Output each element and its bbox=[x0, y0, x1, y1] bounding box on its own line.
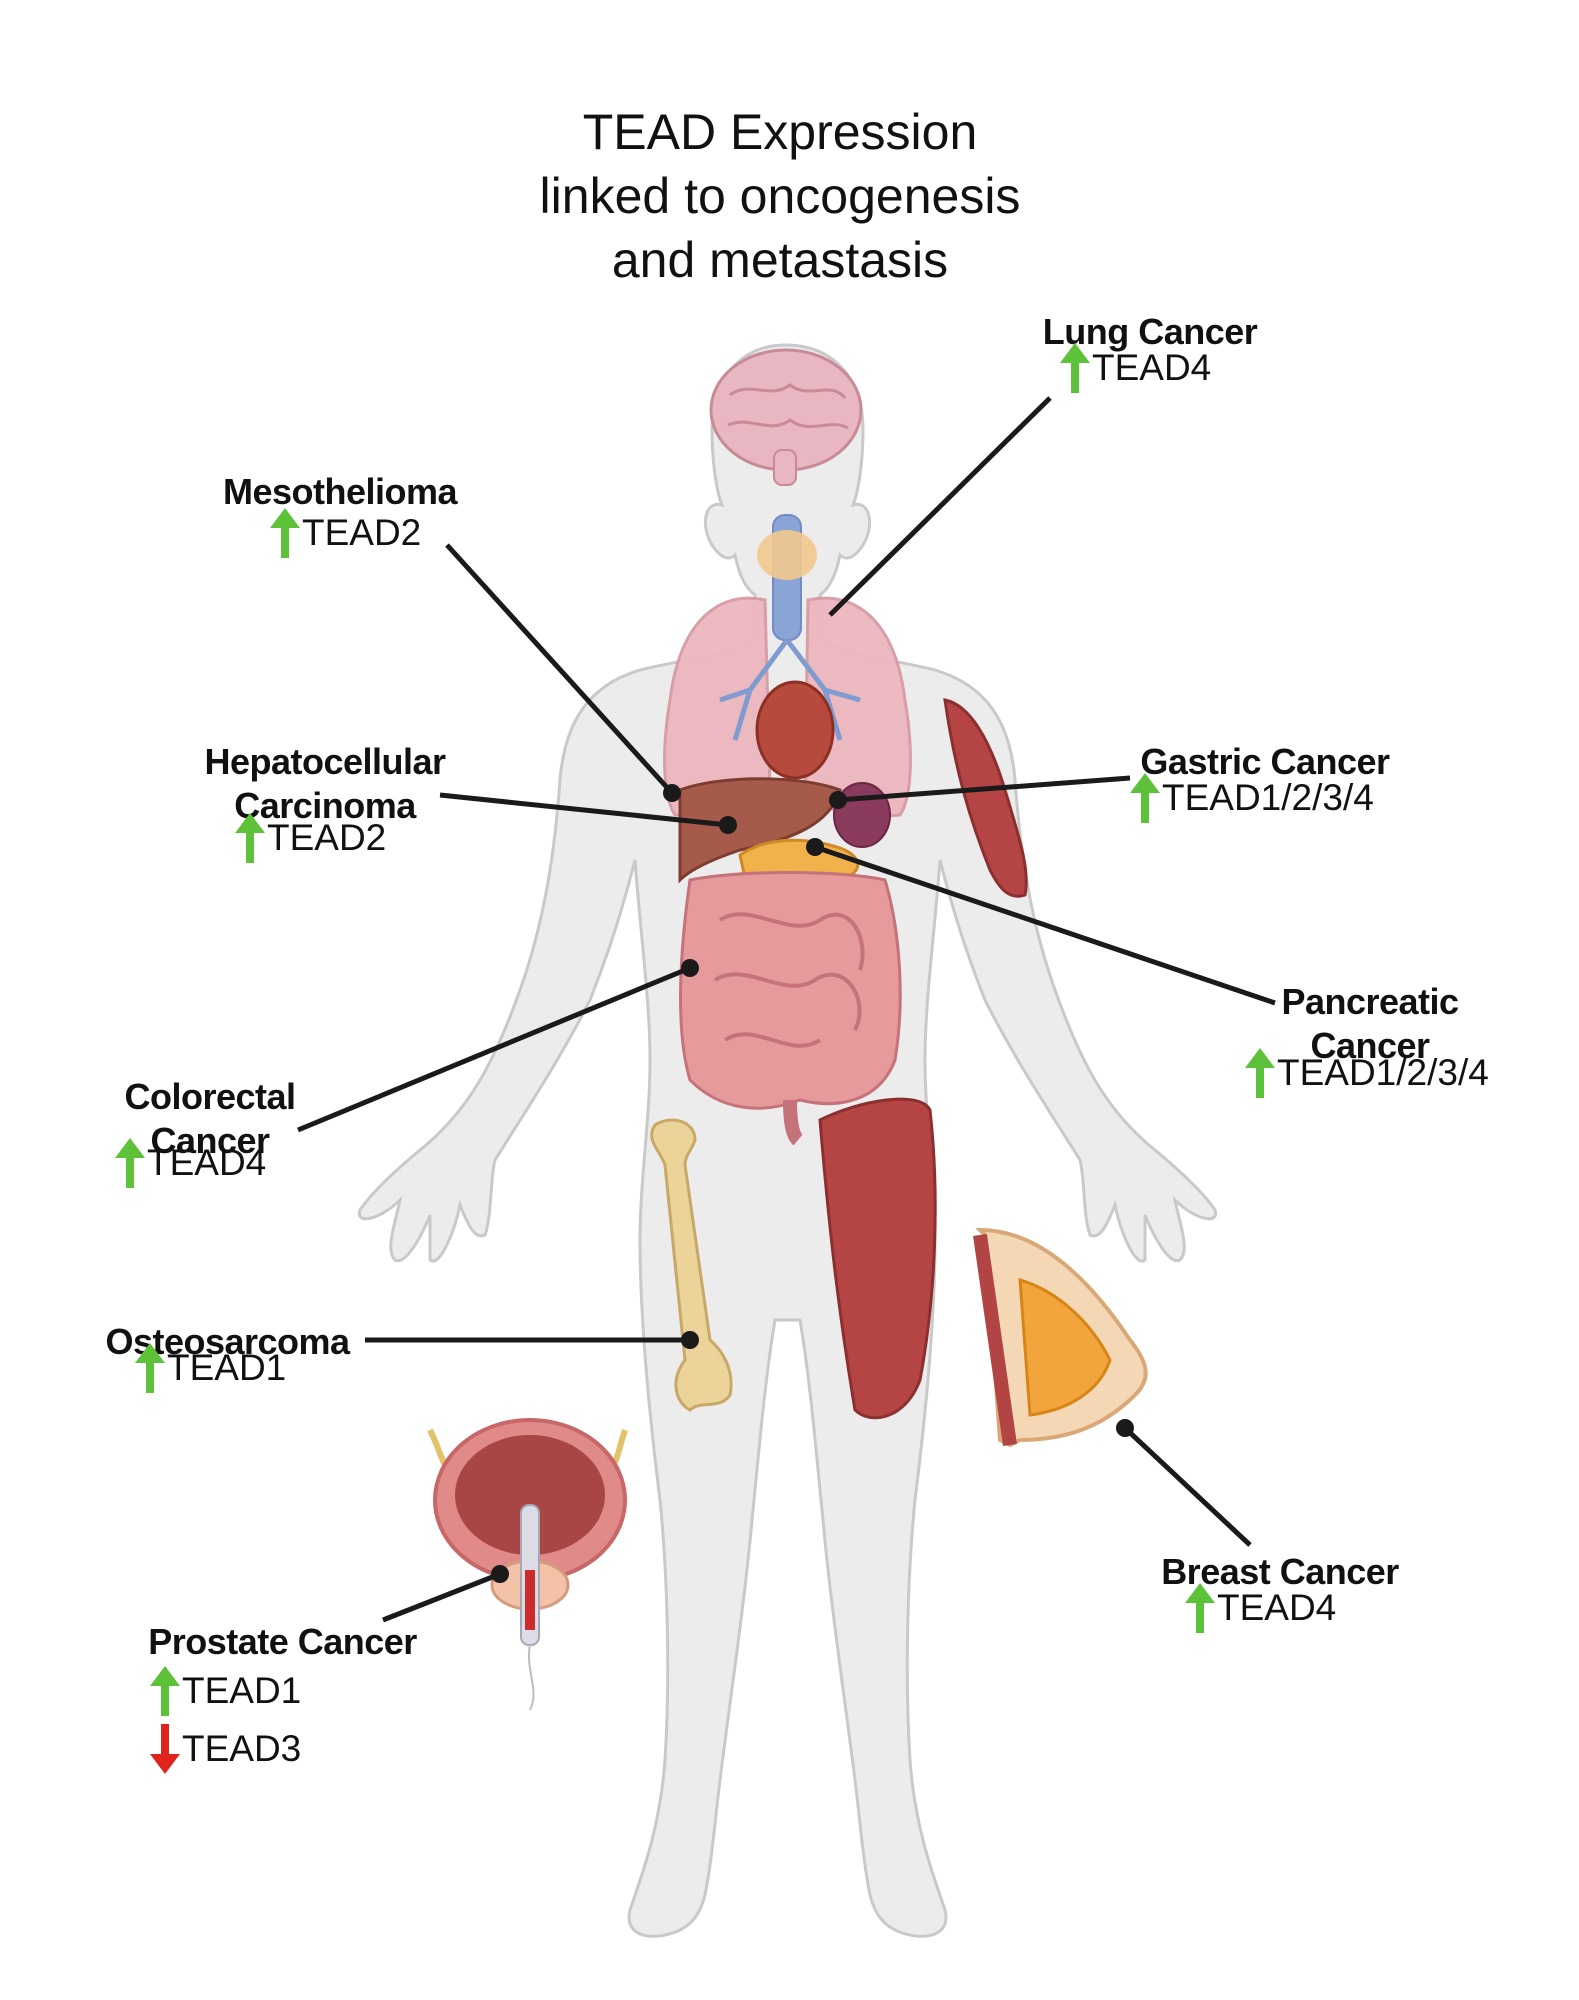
up-arrow-icon bbox=[150, 1666, 180, 1716]
tead-gene-text: TEAD1/2/3/4 bbox=[1277, 1052, 1489, 1093]
lungs-organ bbox=[663, 596, 912, 818]
label-meso: Mesothelioma bbox=[222, 471, 458, 512]
up-arrow-icon bbox=[1060, 343, 1090, 393]
marker-prostate-0: TEAD1 bbox=[150, 1666, 301, 1716]
thigh-muscle bbox=[818, 1097, 937, 1420]
marker-pancreatic-0: TEAD1/2/3/4 bbox=[1245, 1048, 1489, 1098]
marker-meso-0: TEAD2 bbox=[270, 508, 421, 558]
bronchi bbox=[719, 638, 861, 741]
breast-illustration bbox=[973, 1227, 1148, 1448]
leader-dot-breast bbox=[1116, 1419, 1134, 1437]
leader-line-hcc bbox=[439, 792, 729, 828]
up-arrow-icon bbox=[270, 508, 300, 558]
tead-gene-text: TEAD4 bbox=[1092, 347, 1212, 388]
bladder-prostate-illustration bbox=[427, 1418, 628, 1711]
leader-dot-pancreatic bbox=[806, 838, 824, 856]
tead-gene-text: TEAD4 bbox=[1217, 1587, 1337, 1628]
liver-organ bbox=[678, 777, 842, 884]
marker-colorectal-0: TEAD4 bbox=[115, 1138, 266, 1188]
tead-gene-text: TEAD1 bbox=[182, 1670, 302, 1711]
marker-breast-0: TEAD4 bbox=[1185, 1583, 1336, 1633]
marker-gastric-0: TEAD1/2/3/4 bbox=[1130, 773, 1374, 823]
up-arrow-icon bbox=[1185, 1583, 1215, 1633]
marker-prostate-1: TEAD3 bbox=[150, 1724, 301, 1774]
marker-osteo-0: TEAD1 bbox=[135, 1343, 286, 1393]
leader-line-colorectal bbox=[297, 965, 691, 1133]
leader-line-breast bbox=[1123, 1426, 1252, 1547]
tead-gene-text: TEAD2 bbox=[302, 512, 422, 553]
tead-gene-text: TEAD3 bbox=[182, 1728, 302, 1769]
label-hcc: Hepatocellular Carcinoma bbox=[204, 741, 446, 826]
brain-organ bbox=[709, 348, 863, 486]
down-arrow-icon bbox=[150, 1724, 180, 1774]
label-gastric: Gastric Cancer bbox=[1140, 741, 1390, 782]
up-arrow-icon bbox=[135, 1343, 165, 1393]
leader-dot-gastric bbox=[829, 791, 847, 809]
up-arrow-icon bbox=[1245, 1048, 1275, 1098]
leader-line-meso bbox=[445, 543, 674, 795]
label-pancreatic: Pancreatic Cancer bbox=[1281, 981, 1459, 1066]
leader-lines bbox=[297, 396, 1276, 1623]
leader-dot-hcc bbox=[719, 816, 737, 834]
tead-gene-text: TEAD2 bbox=[267, 817, 387, 858]
tead-gene-text: TEAD1 bbox=[167, 1347, 287, 1388]
tead-gene-text: TEAD1/2/3/4 bbox=[1162, 777, 1374, 818]
up-arrow-icon bbox=[1130, 773, 1160, 823]
leader-dot-osteo bbox=[681, 1331, 699, 1349]
marker-hcc-0: TEAD2 bbox=[235, 813, 386, 863]
marker-lung-0: TEAD4 bbox=[1060, 343, 1211, 393]
body-silhouette bbox=[357, 343, 1218, 1938]
thyroid bbox=[757, 530, 817, 580]
intestines-organ bbox=[679, 871, 902, 1146]
label-colorectal: Colorectal Cancer bbox=[124, 1076, 296, 1161]
heart-organ bbox=[755, 680, 835, 780]
leader-line-lung bbox=[828, 396, 1052, 617]
label-prostate: Prostate Cancer bbox=[148, 1621, 417, 1662]
label-lung: Lung Cancer bbox=[1042, 311, 1258, 352]
forearm-muscle bbox=[943, 698, 1028, 898]
leader-line-gastric bbox=[837, 775, 1131, 803]
leader-dot-prostate bbox=[491, 1565, 509, 1583]
leader-line-pancreatic bbox=[814, 844, 1276, 1006]
up-arrow-icon bbox=[115, 1138, 145, 1188]
tead-gene-text: TEAD4 bbox=[147, 1142, 267, 1183]
diagram-title: TEAD Expression linked to oncogenesis an… bbox=[539, 104, 1021, 288]
leader-dot-meso bbox=[663, 784, 681, 802]
leader-dot-colorectal bbox=[681, 959, 699, 977]
femur-bone bbox=[650, 1118, 733, 1412]
leader-line-prostate bbox=[382, 1571, 501, 1623]
up-arrow-icon bbox=[235, 813, 265, 863]
